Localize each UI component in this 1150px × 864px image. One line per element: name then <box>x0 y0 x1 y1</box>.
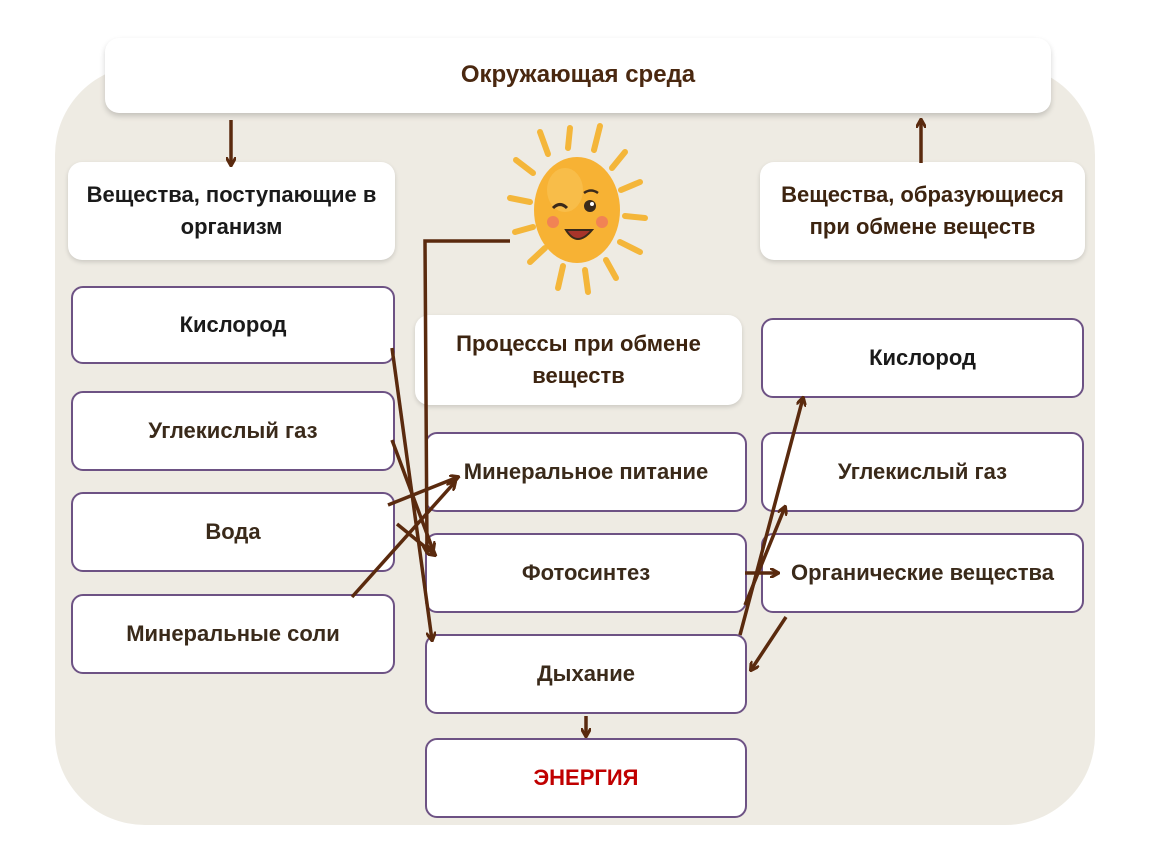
left-item-mineral-salts: Минеральные соли <box>71 594 395 674</box>
right-item-oxygen: Кислород <box>761 318 1084 398</box>
left-item-water: Вода <box>71 492 395 572</box>
process-photosynthesis: Фотосинтез <box>425 533 747 613</box>
left-item-oxygen-label: Кислород <box>179 312 287 338</box>
left-item-carbon-dioxide: Углекислый газ <box>71 391 395 471</box>
incoming-substances-text: Вещества, поступающие в организм <box>86 182 377 239</box>
environment-title: Окружающая среда <box>460 61 696 89</box>
energy-label: ЭНЕРГИЯ <box>533 765 639 791</box>
energy-box: ЭНЕРГИЯ <box>425 738 747 818</box>
produced-substances-label: Вещества, образующиеся при обмене вещест… <box>760 162 1085 260</box>
left-item-oxygen: Кислород <box>71 286 395 364</box>
left-item-carbon-dioxide-label: Углекислый газ <box>148 418 318 444</box>
incoming-substances-label: Вещества, поступающие в организм <box>68 162 395 260</box>
process-photosynthesis-label: Фотосинтез <box>521 560 651 586</box>
process-mineral-nutrition-label: Минеральное питание <box>463 459 709 485</box>
process-respiration: Дыхание <box>425 634 747 714</box>
right-item-carbon-dioxide: Углекислый газ <box>761 432 1084 512</box>
processes-text: Процессы при обмене веществ <box>456 331 701 388</box>
right-item-oxygen-label: Кислород <box>869 345 976 371</box>
right-item-carbon-dioxide-label: Углекислый газ <box>837 459 1008 485</box>
right-item-organic-substances-label: Органические вещества <box>790 560 1055 586</box>
left-item-mineral-salts-label: Минеральные соли <box>126 621 340 647</box>
produced-substances-text: Вещества, образующиеся при обмене вещест… <box>781 182 1064 239</box>
processes-label: Процессы при обмене веществ <box>415 315 742 405</box>
process-mineral-nutrition: Минеральное питание <box>425 432 747 512</box>
process-respiration-label: Дыхание <box>537 661 635 687</box>
right-item-organic-substances: Органические вещества <box>761 533 1084 613</box>
environment-header: Окружающая среда <box>105 38 1051 113</box>
left-item-water-label: Вода <box>205 519 261 545</box>
